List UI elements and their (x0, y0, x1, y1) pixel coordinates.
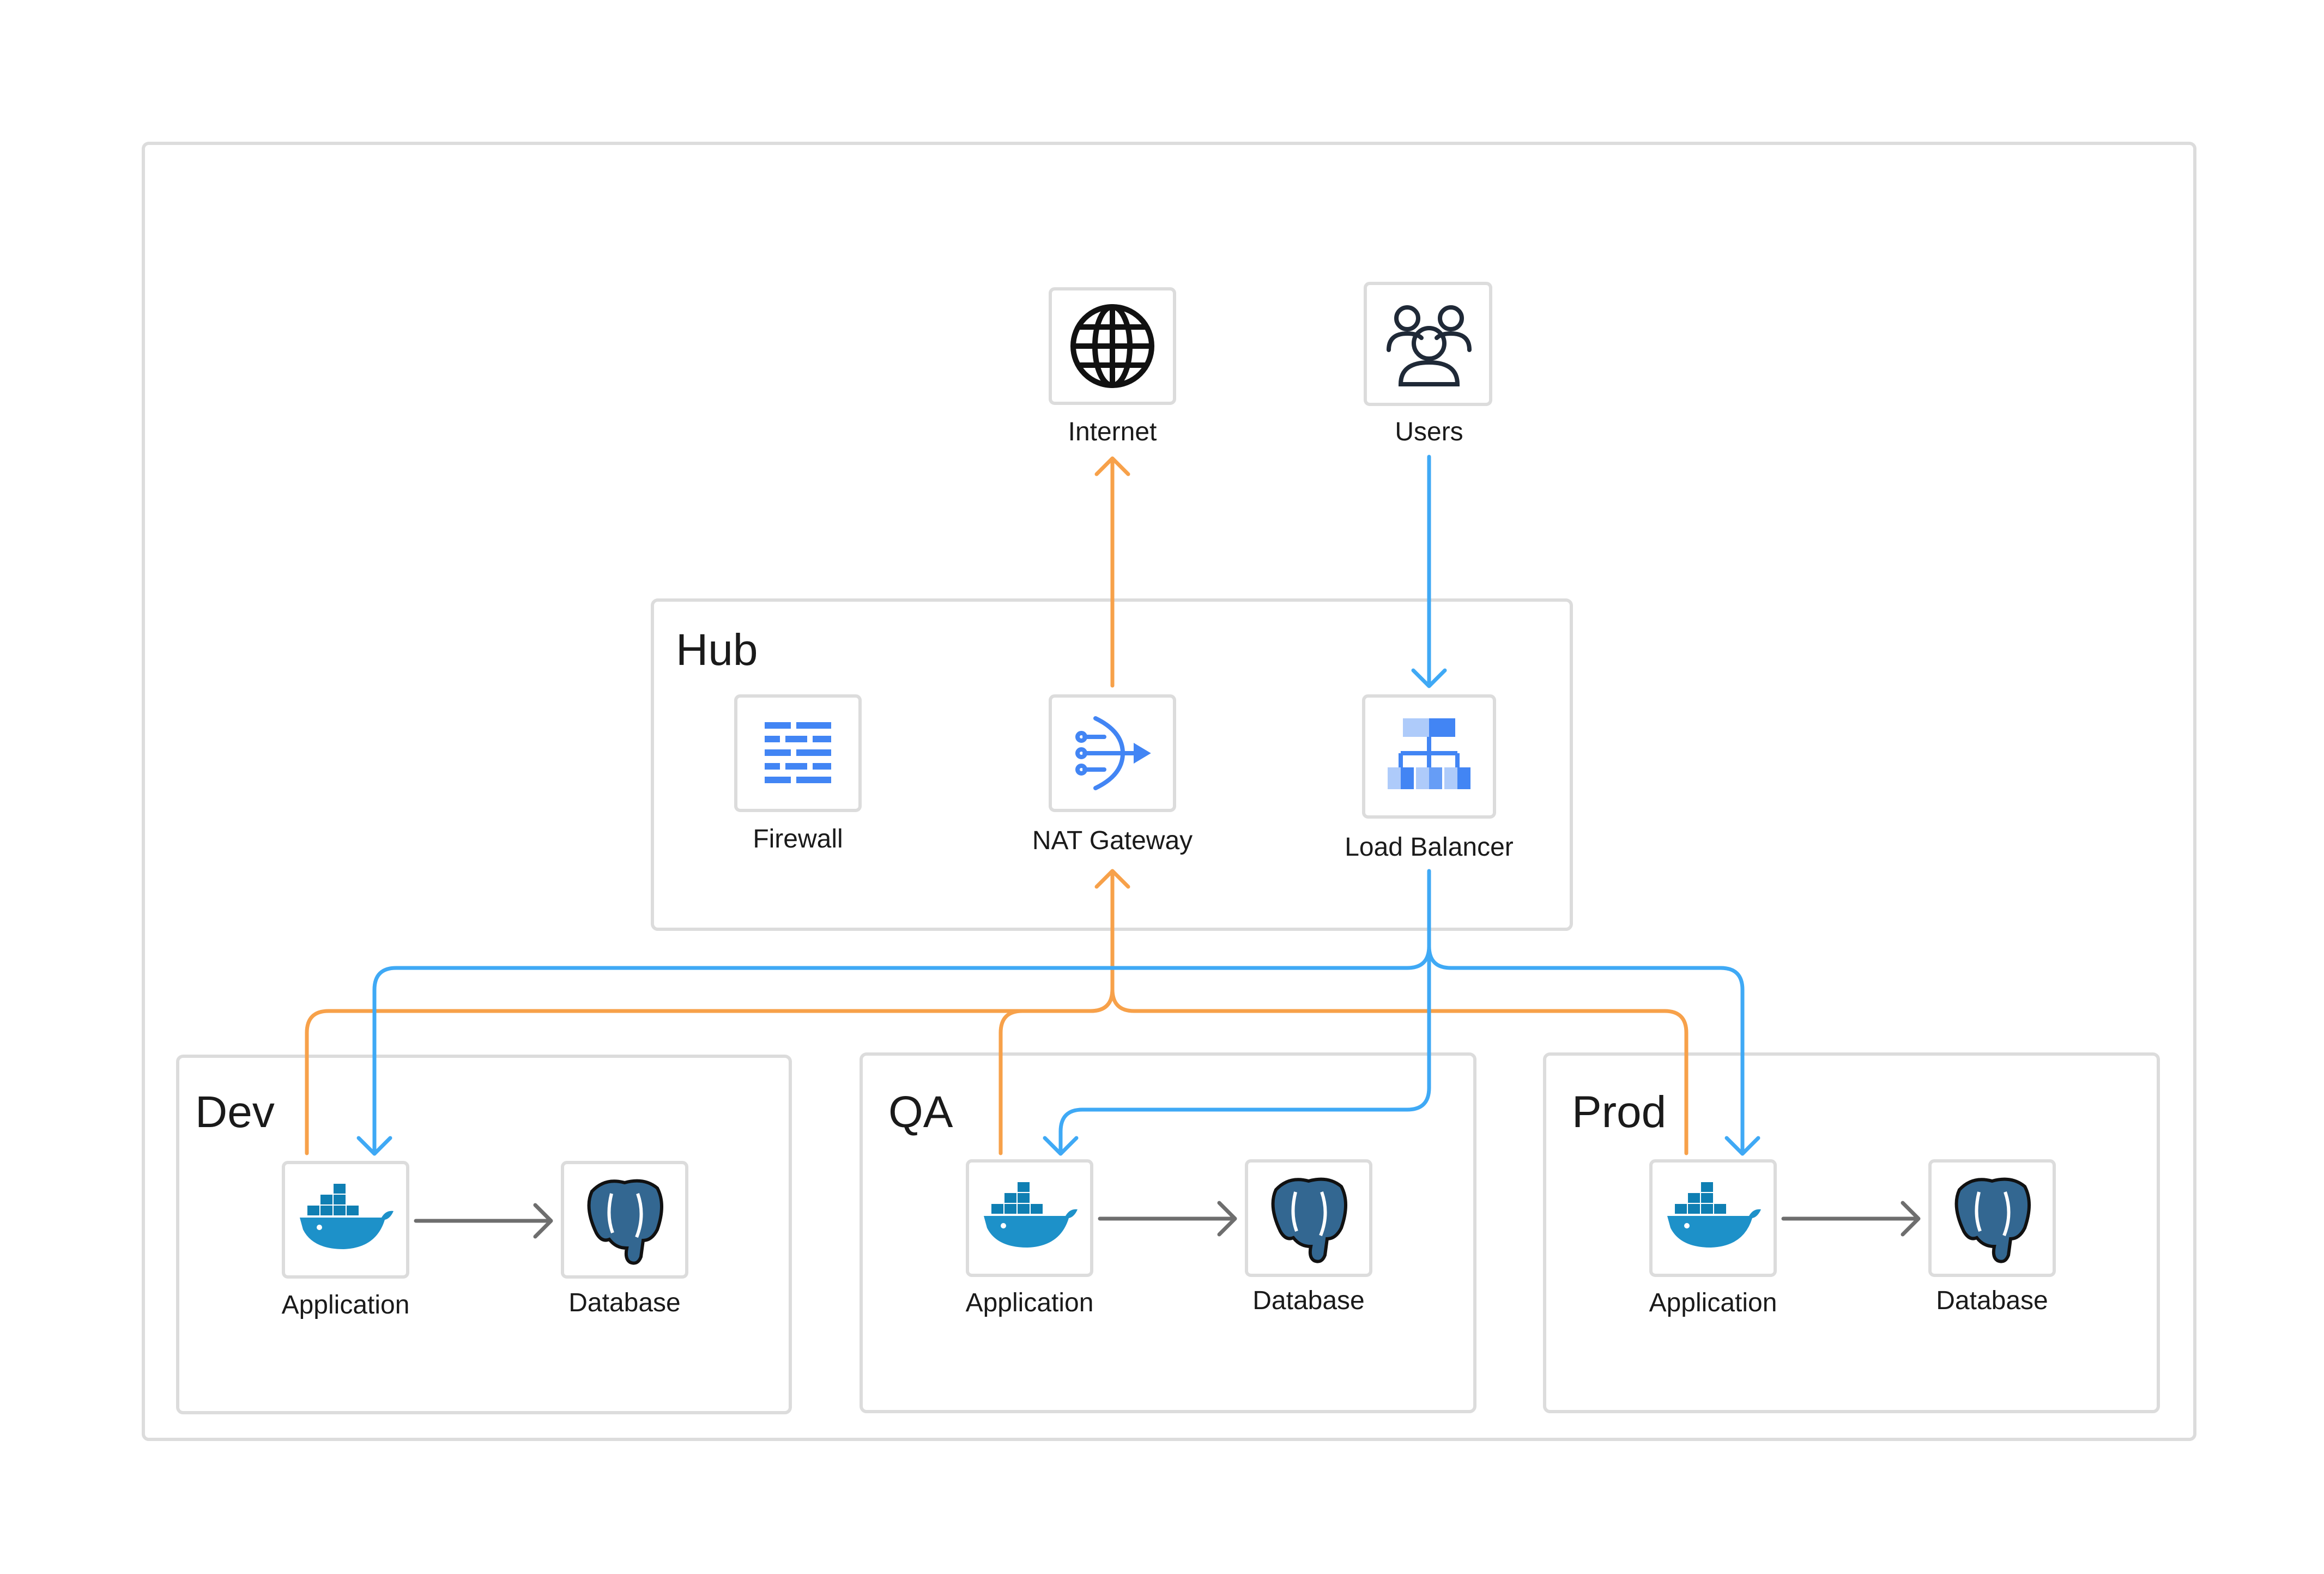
qa-database-label: Database (1252, 1286, 1364, 1315)
edge-prod-app-nat (1110, 987, 1688, 1155)
firewall-icon (765, 722, 831, 783)
users-node[interactable]: Users (1364, 282, 1492, 446)
firewall-label: Firewall (753, 825, 843, 853)
prod-database-node[interactable]: Database (1928, 1159, 2056, 1315)
prod-title: Prod (1572, 1087, 1666, 1137)
internet-node[interactable]: Internet (1049, 287, 1176, 446)
edge-lb-prod-app (1427, 944, 1745, 1155)
docker-icon (1667, 1182, 1761, 1248)
qa-application-node[interactable]: Application (966, 1159, 1094, 1317)
edges (305, 455, 1921, 1239)
prod-application-label: Application (1649, 1288, 1777, 1317)
dev-group: Dev (176, 1055, 792, 1414)
globe-icon (1070, 304, 1154, 388)
qa-database-node[interactable]: Database (1245, 1159, 1372, 1315)
firewall-node[interactable]: Firewall (734, 694, 862, 853)
postgresql-icon (1271, 1177, 1347, 1263)
qa-application-label: Application (966, 1288, 1094, 1317)
prod-group: Prod (1543, 1052, 2160, 1413)
nat-gateway-label: NAT Gateway (1032, 826, 1193, 855)
arrowhead-lb (1411, 668, 1447, 688)
internet-label: Internet (1068, 417, 1157, 446)
load-balancer-icon (1388, 718, 1470, 789)
load-balancer-node[interactable]: Load Balancer (1345, 694, 1514, 862)
dev-application-node[interactable]: Application (282, 1161, 410, 1319)
docker-icon (300, 1184, 394, 1249)
postgresql-icon (587, 1179, 663, 1265)
arrowhead-dev-db (533, 1203, 553, 1239)
edge-lb-qa-app (1058, 944, 1431, 1155)
prod-application-node[interactable]: Application (1649, 1159, 1777, 1317)
arrowhead-qa-db (1217, 1201, 1237, 1237)
nat-gateway-node[interactable]: NAT Gateway (1032, 694, 1193, 855)
arrowhead-nat (1094, 869, 1130, 889)
arrowhead-dev-app (356, 1136, 392, 1156)
nat-gateway-icon (1075, 716, 1151, 790)
qa-group: QA (860, 1052, 1476, 1413)
dev-application-label: Application (282, 1291, 410, 1319)
arrowhead-internet (1094, 456, 1130, 476)
users-icon (1387, 305, 1472, 386)
prod-database-label: Database (1936, 1286, 2048, 1315)
dev-database-node[interactable]: Database (561, 1161, 688, 1317)
load-balancer-label: Load Balancer (1345, 833, 1514, 862)
qa-title: QA (888, 1087, 953, 1137)
dev-database-label: Database (568, 1288, 680, 1317)
edge-qa-app-nat (998, 987, 1115, 1155)
arrowhead-prod-app (1724, 1136, 1760, 1156)
dev-title: Dev (195, 1087, 275, 1137)
users-label: Users (1395, 417, 1463, 446)
hub-title: Hub (676, 625, 758, 675)
docker-icon (984, 1182, 1078, 1248)
arrowhead-prod-db (1901, 1201, 1921, 1237)
arrowhead-qa-app (1043, 1136, 1079, 1156)
postgresql-icon (1954, 1177, 2031, 1263)
